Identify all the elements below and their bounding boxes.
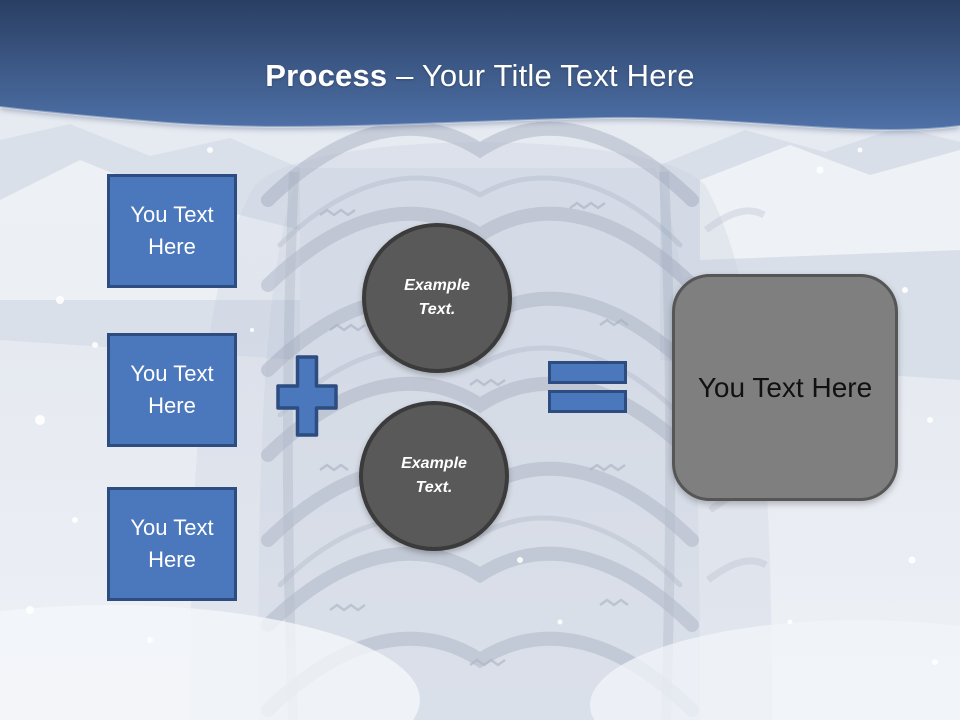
example-circle-2[interactable]: Example Text. [359,401,509,551]
text-box-2[interactable]: You Text Here [107,333,237,447]
slide-title[interactable]: Process – Your Title Text Here [0,58,960,94]
equals-icon-top-bar[interactable] [548,361,627,384]
text-box-3-label: You Text Here [130,515,214,572]
example-circle-1-label: Example Text. [404,277,470,318]
text-box-2-label: You Text Here [130,361,214,418]
text-box-3[interactable]: You Text Here [107,487,237,601]
header-wave [0,0,960,131]
plus-icon[interactable] [274,353,340,439]
example-circle-2-label: Example Text. [401,455,467,496]
title-separator: – [387,58,422,93]
result-box-label: You Text Here [697,371,873,403]
example-circle-1[interactable]: Example Text. [362,223,512,373]
text-box-1-label: You Text Here [130,202,214,259]
title-text: Your Title Text Here [421,58,695,93]
equals-icon-bottom-bar[interactable] [548,390,627,413]
title-emphasis: Process [265,58,388,93]
result-box[interactable]: You Text Here [672,274,898,501]
text-box-1[interactable]: You Text Here [107,174,237,288]
